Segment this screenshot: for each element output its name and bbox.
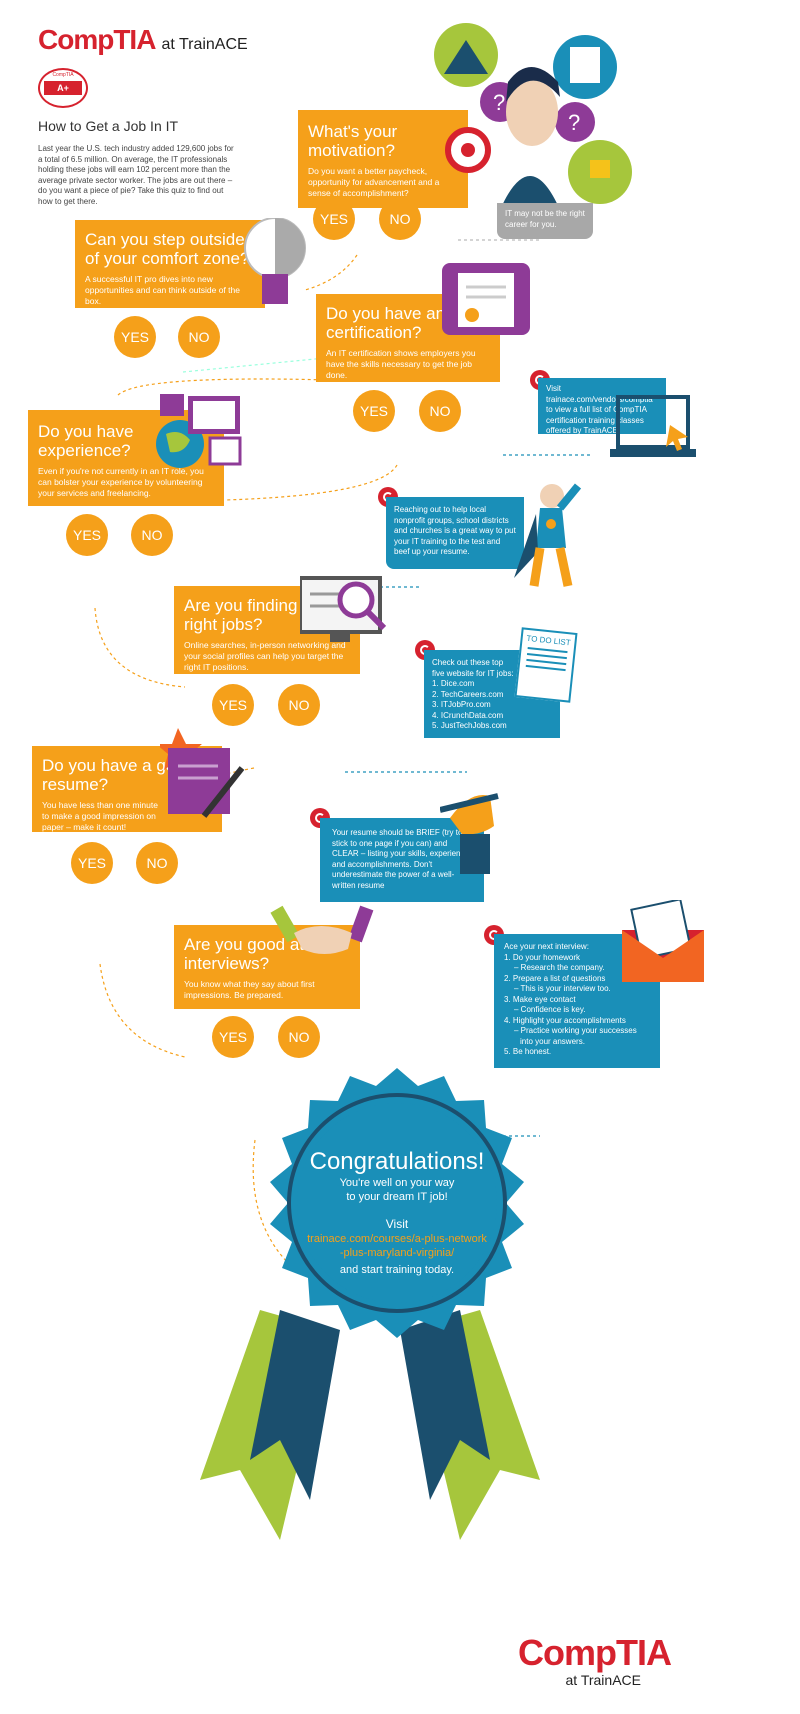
interview-step-note: – Confidence is key. <box>514 1005 586 1014</box>
job-site-item: 2. TechCareers.com <box>432 689 504 699</box>
magnifier-monitor-icon <box>298 574 388 646</box>
tip-interview: Ace your next interview: 1. Do your home… <box>494 934 660 1068</box>
lightbulb-icon <box>240 217 310 310</box>
no-button-6[interactable]: NO <box>136 842 178 884</box>
job-site-item: 4. ICrunchData.com <box>432 710 504 720</box>
person-icon <box>506 78 558 146</box>
todo-list-icon: TO DO LIST <box>514 627 578 703</box>
no-button-7[interactable]: NO <box>278 1016 320 1058</box>
todo-list-label: TO DO LIST <box>526 633 572 648</box>
question-text: You know what they say about first impre… <box>184 979 315 1000</box>
congrats-line: to your dream IT job! <box>346 1191 448 1203</box>
interview-step-note: – This is your interview too. <box>514 984 611 993</box>
connector-yes-3 <box>224 464 398 501</box>
tip-job-sites-intro: Check out these top five website for IT … <box>432 658 514 678</box>
a-plus-badge: A+ CompTIA <box>38 68 90 108</box>
certificate-icon <box>442 263 530 335</box>
visit-label: Visit <box>385 1217 409 1231</box>
interview-step-note: – Research the company. <box>514 963 605 972</box>
question-text: Even if you're not currently in an IT ro… <box>38 466 204 498</box>
no-button-3[interactable]: NO <box>419 390 461 432</box>
handshake-icon <box>270 905 376 961</box>
svg-text:?: ? <box>493 90 505 115</box>
interview-step: 3. Make eye contact <box>504 994 576 1004</box>
footer-comptia-logo: CompTIA at TrainACE <box>518 1632 672 1689</box>
envelope-icon <box>620 898 706 986</box>
yes-button-7[interactable]: YES <box>212 1016 254 1058</box>
yes-button-4[interactable]: YES <box>66 514 108 556</box>
question-text: Online searches, in-person networking an… <box>184 640 346 672</box>
question-title: Do you have a good resume? <box>42 756 195 794</box>
resume-pen-icon <box>156 728 246 820</box>
interview-step: 4. Highlight your accomplishments <box>504 1015 626 1025</box>
tip-interview-intro: Ace your next interview: <box>504 942 589 951</box>
connector-yes-4 <box>94 607 186 688</box>
tip-certification: Visit trainace.com/vendors/comptia to vi… <box>538 378 666 435</box>
yes-button-6[interactable]: YES <box>71 842 113 884</box>
tip-not-career: IT may not be the right career for you. <box>497 203 593 239</box>
books-globe-illustration <box>140 388 246 478</box>
question-text: An IT certification shows employers you … <box>326 348 476 380</box>
training-link[interactable]: trainace.com/courses/a-plus-network <box>307 1233 487 1245</box>
congrats-line: You're well on your way <box>339 1177 455 1189</box>
footer-brand: CompTIA <box>518 1632 672 1673</box>
connector-yes-6 <box>99 963 186 1058</box>
question-text: You have less than one minute to make a … <box>42 800 158 832</box>
award-ribbons <box>200 1310 540 1540</box>
question-title: Do you have experience? <box>38 422 134 460</box>
cta-text: and start training today. <box>339 1264 455 1276</box>
connector-yes-1 <box>304 254 358 291</box>
motivation-illustration: ? ? <box>430 22 640 210</box>
question-text: A successful IT pro dives into new oppor… <box>85 274 240 306</box>
yes-button-1[interactable]: YES <box>313 198 355 240</box>
yes-button-5[interactable]: YES <box>212 684 254 726</box>
yes-button-3[interactable]: YES <box>353 390 395 432</box>
interview-step: 1. Do your homework <box>504 952 581 962</box>
interview-step-note: – Practice working your successes <box>514 1026 637 1035</box>
footer-at: at TrainACE <box>565 1672 641 1688</box>
question-title: Are you good at interviews? <box>184 935 305 973</box>
question-interviews: Are you good at interviews? You know wha… <box>174 925 360 1009</box>
no-button-2[interactable]: NO <box>178 316 220 358</box>
question-title: Are you finding the right jobs? <box>184 596 326 634</box>
congrats-title: Congratulations! <box>309 1148 485 1175</box>
no-button-4[interactable]: NO <box>131 514 173 556</box>
interview-step-note: into your answers. <box>520 1036 585 1046</box>
tip-experience: Reaching out to help local nonprofit gro… <box>386 497 524 569</box>
job-site-item: 5. JustTechJobs.com <box>432 721 507 730</box>
question-title: Can you step outside of your comfort zon… <box>85 230 250 268</box>
hand-pencil-icon <box>439 786 502 878</box>
laptop-icon <box>610 395 696 461</box>
yes-button-2[interactable]: YES <box>114 316 156 358</box>
question-title: Do you have an IT certification? <box>326 304 465 342</box>
connector-yes-2-skip <box>117 378 331 396</box>
intro-text: Last year the U.S. tech industry added 1… <box>38 144 234 206</box>
no-button-5[interactable]: NO <box>278 684 320 726</box>
tip-resume: Your resume should be BRIEF (try to stic… <box>320 818 484 902</box>
question-motivation: What's your motivation? Do you want a be… <box>298 110 468 208</box>
congratulations-text: Congratulations! You're well on your way… <box>272 1148 522 1278</box>
training-link[interactable]: -plus-maryland-virginia/ <box>339 1247 455 1259</box>
connector-yes-7 <box>252 1139 291 1266</box>
award-seal <box>270 1068 524 1338</box>
question-certification: Do you have an IT certification? An IT c… <box>316 294 500 382</box>
superhero-icon <box>510 478 582 594</box>
job-site-item: 1. Dice.com <box>432 679 475 688</box>
job-site-item: 3. ITJobPro.com <box>432 700 491 709</box>
no-button-1[interactable]: NO <box>379 198 421 240</box>
question-text: Do you want a better paycheck, opportuni… <box>308 166 440 198</box>
svg-text:?: ? <box>568 110 580 135</box>
interview-step: 2. Prepare a list of questions <box>504 973 606 983</box>
question-title: What's your motivation? <box>308 122 398 160</box>
connector-no-2 <box>182 357 326 373</box>
page-title: How to Get a Job In IT <box>38 118 179 134</box>
interview-step: 5. Be honest. <box>504 1047 552 1056</box>
question-comfort-zone: Can you step outside of your comfort zon… <box>75 220 265 308</box>
